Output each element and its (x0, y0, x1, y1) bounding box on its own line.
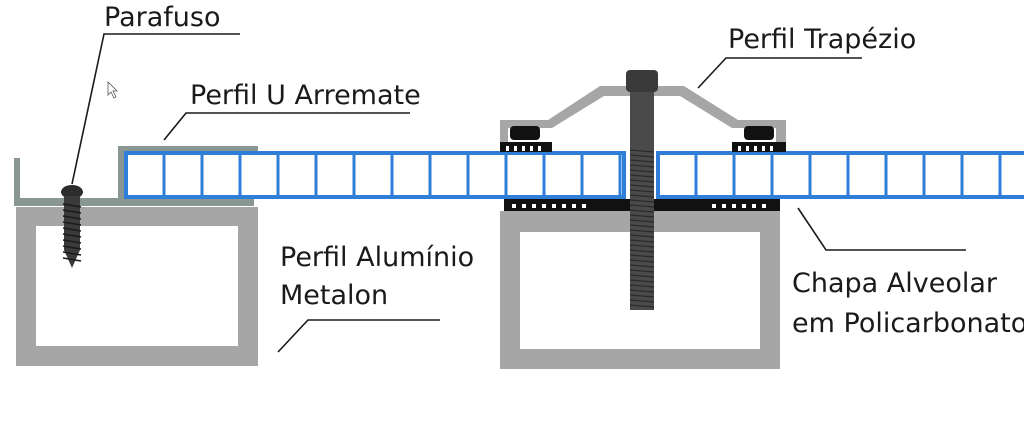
bolt-thread (629, 259, 655, 263)
screw-thread (62, 233, 82, 238)
bolt-thread (629, 274, 655, 278)
metalon-tube-left (16, 207, 258, 366)
bolt-thread (629, 149, 655, 153)
bolt-thread (629, 209, 655, 213)
bolt-thread (629, 164, 655, 168)
leader-aluminio (277, 319, 440, 353)
polycarbonate-sheet-right (656, 151, 1024, 199)
leader-chapa (797, 207, 966, 251)
label-perfil-aluminio-line2: Metalon (280, 280, 389, 311)
screw-thread (62, 257, 82, 262)
bolt-thread (629, 219, 655, 223)
label-perfil-u-arremate: Perfil U Arremate (190, 80, 421, 111)
perfil-trapezio (500, 86, 786, 152)
bolt-thread (629, 194, 655, 198)
bolt-thread (629, 244, 655, 248)
bolt-thread (629, 204, 655, 208)
screw-thread (62, 227, 82, 232)
bolt-thread (629, 264, 655, 268)
screw-thread (62, 221, 82, 226)
bolt-thread (629, 229, 655, 233)
screw-thread (62, 209, 82, 214)
bolt-thread (629, 184, 655, 188)
bolt-thread (629, 239, 655, 243)
bolt-thread (629, 254, 655, 258)
mouse-pointer-icon (107, 81, 118, 99)
bolt-thread (629, 249, 655, 253)
bolt-thread (629, 284, 655, 288)
polycarbonate-sheet-left (124, 151, 626, 199)
bolt-thread (629, 269, 655, 273)
bolt-thread (629, 189, 655, 193)
bolt-thread (629, 154, 655, 158)
label-parafuso: Parafuso (104, 2, 221, 33)
screw-thread (62, 215, 82, 220)
screw-thread (62, 203, 82, 208)
bolt-thread (629, 224, 655, 228)
label-perfil-aluminio-line1: Perfil Alumínio (280, 242, 475, 273)
leader-parafuso (71, 33, 240, 185)
screw-thread (62, 239, 82, 244)
bolt-thread (629, 159, 655, 163)
metalon-tube-right (500, 211, 780, 369)
bolt-thread (629, 299, 655, 303)
label-chapa-line2: em Policarbonato (792, 308, 1024, 339)
label-perfil-trapezio: Perfil Trapézio (728, 24, 917, 55)
bolt-thread (629, 279, 655, 283)
screw-thread (62, 251, 82, 256)
bolt-thread (629, 169, 655, 173)
bolt-thread (629, 234, 655, 238)
bolt-thread (629, 199, 655, 203)
long-bolt (626, 70, 658, 310)
label-chapa-line1: Chapa Alveolar (792, 268, 998, 299)
parafuso-screw (61, 185, 83, 268)
bolt-thread (629, 214, 655, 218)
bolt-thread (629, 289, 655, 293)
bolt-thread (629, 174, 655, 178)
bolt-thread (629, 294, 655, 298)
leader-trapezio (697, 57, 862, 89)
leader-perfil-u (163, 112, 410, 141)
bolt-thread (629, 179, 655, 183)
screw-thread (62, 245, 82, 250)
leader-lines (71, 33, 966, 353)
bolt-thread (629, 304, 655, 308)
